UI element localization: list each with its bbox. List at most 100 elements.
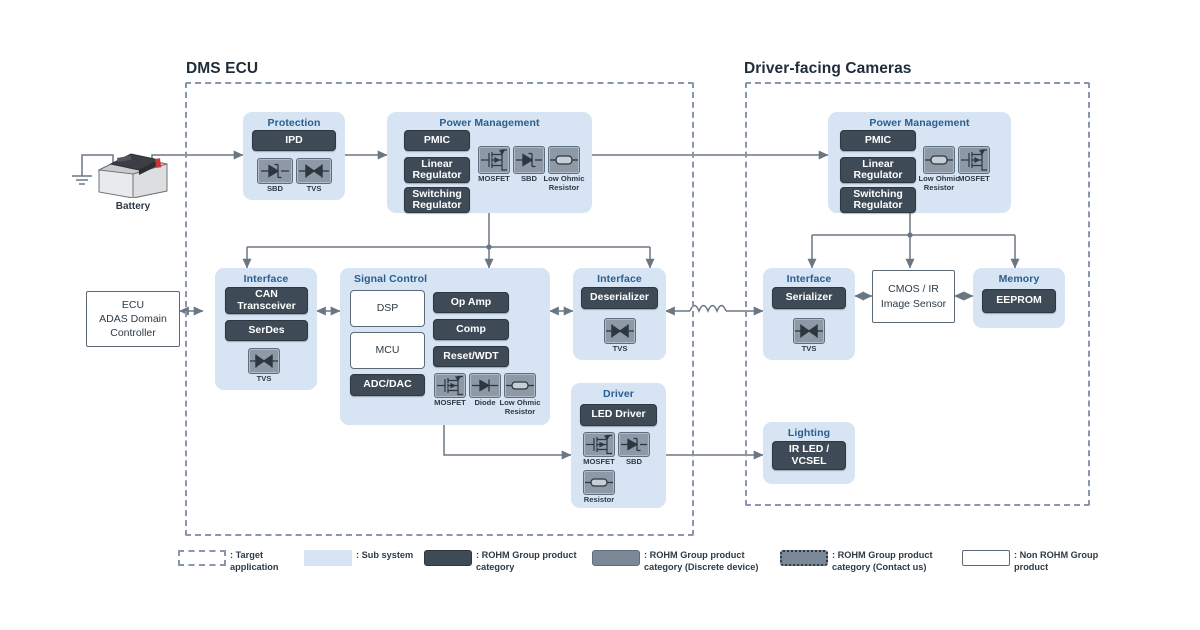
discrete-label-mosfet-pm-camera: MOSFET: [958, 174, 990, 183]
discrete-mosfet-pm-ecu[interactable]: MOSFET: [478, 146, 510, 183]
discrete-resistor-driver[interactable]: Resistor: [583, 470, 615, 504]
legend-label-target-application: : Target application: [230, 550, 279, 573]
legend-label-product-category: : ROHM Group product category: [476, 550, 577, 573]
discrete-label-mosfet-signal-control: MOSFET: [434, 398, 466, 407]
chip-can-transceiver[interactable]: CAN Transceiver: [225, 287, 308, 314]
discrete-sbd[interactable]: SBD: [257, 158, 293, 193]
legend-item-product-category-discrete: : ROHM Group product category (Discrete …: [592, 549, 772, 573]
discrete-label-low-ohmic-resistor-pm-ecu: Low Ohmic Resistor: [543, 174, 585, 192]
discrete-label-diode-signal-control: Diode: [474, 398, 496, 407]
discrete-low-ohmic-resistor-pm-ecu[interactable]: Low Ohmic Resistor: [544, 146, 584, 191]
panel-protection: Protection: [243, 112, 345, 200]
zone-title-driver-facing-cameras: Driver-facing Cameras: [744, 60, 912, 77]
discrete-label-sbd-driver: SBD: [625, 457, 643, 466]
sbd-icon: [261, 163, 289, 179]
legend-swatch-product-category-contact: [780, 550, 828, 566]
discrete-mosfet-signal-control[interactable]: MOSFET: [434, 373, 466, 407]
diode-icon: [472, 379, 498, 392]
panel-title-power-management-camera: Power Management: [869, 117, 970, 129]
image-sensor-line2: Image Sensor: [880, 297, 947, 310]
chip-eeprom[interactable]: EEPROM: [982, 289, 1056, 313]
cmos-ir-image-sensor[interactable]: CMOS / IR Image Sensor: [872, 270, 955, 323]
mosfet-icon: [961, 149, 987, 171]
legend-item-sub-system: : Sub system: [304, 549, 424, 566]
battery: Battery: [97, 148, 169, 212]
ecu-adas-domain-controller[interactable]: ECU ADAS Domain Controller: [86, 291, 180, 347]
sbd-icon: [516, 152, 542, 168]
chip-linear-regulator-camera[interactable]: Linear Regulator: [840, 157, 916, 183]
chip-linear-regulator-ecu[interactable]: Linear Regulator: [404, 157, 470, 183]
resistor-icon: [585, 478, 613, 487]
chip-reset-wdt[interactable]: Reset/WDT: [433, 346, 509, 367]
tvs-icon: [299, 164, 329, 178]
discrete-label-tvs: TVS: [306, 184, 322, 193]
discrete-diode-signal-control[interactable]: Diode: [469, 373, 501, 407]
discrete-sbd-pm-ecu[interactable]: SBD: [513, 146, 545, 183]
chip-dsp[interactable]: DSP: [350, 290, 425, 327]
panel-title-interface-deserializer: Interface: [597, 273, 642, 285]
legend-swatch-product-category-discrete: [592, 550, 640, 566]
discrete-label-sbd: SBD: [266, 184, 284, 193]
chip-switching-regulator-camera[interactable]: Switching Regulator: [840, 187, 916, 213]
discrete-tvs-interface-can[interactable]: TVS: [248, 348, 280, 383]
legend-swatch-target-application: [178, 550, 226, 566]
discrete-low-ohmic-resistor-pm-camera[interactable]: Low Ohmic Resistor: [919, 146, 959, 191]
chip-op-amp[interactable]: Op Amp: [433, 292, 509, 313]
zone-title-dms-ecu: DMS ECU: [186, 60, 259, 77]
chip-pmic-ecu[interactable]: PMIC: [404, 130, 470, 151]
chip-pmic-camera[interactable]: PMIC: [840, 130, 916, 151]
discrete-label-low-ohmic-resistor-signal-control: Low Ohmic Resistor: [499, 398, 541, 416]
chip-deserializer[interactable]: Deserializer: [581, 287, 658, 309]
zone-dms-ecu: [185, 82, 694, 536]
discrete-label-tvs-interface-can: TVS: [256, 374, 272, 383]
panel-interface-deserializer: Interface: [573, 268, 666, 360]
panel-title-interface-can: Interface: [243, 273, 289, 285]
legend-swatch-product-category: [424, 550, 472, 566]
zone-driver-facing-cameras: [745, 82, 1090, 506]
chip-ipd[interactable]: IPD: [252, 130, 336, 151]
battery-label: Battery: [115, 201, 151, 212]
panel-interface-serializer: Interface: [763, 268, 855, 360]
chip-ir-led-vcsel[interactable]: IR LED / VCSEL: [772, 441, 846, 470]
chip-serializer[interactable]: Serializer: [772, 287, 846, 309]
discrete-mosfet-driver[interactable]: MOSFET: [583, 432, 615, 466]
mosfet-icon: [586, 434, 612, 455]
discrete-label-mosfet-pm-ecu: MOSFET: [478, 174, 510, 183]
discrete-tvs-interface-serializer[interactable]: TVS: [793, 318, 825, 353]
discrete-label-low-ohmic-resistor-pm-camera: Low Ohmic Resistor: [918, 174, 960, 192]
discrete-label-sbd-pm-ecu: SBD: [520, 174, 538, 183]
chip-serdes[interactable]: SerDes: [225, 320, 308, 341]
legend-item-product-category-contact: : ROHM Group product category (Contact u…: [780, 549, 958, 573]
mosfet-icon: [437, 375, 463, 396]
discrete-label-tvs-interface-serializer: TVS: [801, 344, 817, 353]
chip-mcu[interactable]: MCU: [350, 332, 425, 369]
legend-swatch-non-rohm-product: [962, 550, 1010, 566]
panel-title-driver: Driver: [603, 388, 634, 400]
ecu-line3: Controller: [110, 327, 156, 340]
ecu-line1: ECU: [121, 298, 145, 311]
discrete-sbd-driver[interactable]: SBD: [618, 432, 650, 466]
panel-title-power-management-ecu: Power Management: [439, 117, 540, 129]
tvs-icon: [606, 324, 634, 338]
discrete-tvs[interactable]: TVS: [296, 158, 332, 193]
discrete-mosfet-pm-camera[interactable]: MOSFET: [958, 146, 990, 183]
battery-icon: [97, 153, 168, 199]
tvs-icon: [250, 354, 278, 368]
tvs-icon: [795, 324, 823, 338]
discrete-label-tvs-interface-deserializer: TVS: [612, 344, 628, 353]
panel-title-protection: Protection: [267, 117, 321, 129]
image-sensor-line1: CMOS / IR: [888, 283, 939, 296]
legend-item-target-application: : Target application: [178, 549, 308, 573]
legend: : Target application : Sub system : ROHM…: [178, 549, 1098, 589]
resistor-icon: [506, 381, 534, 390]
chip-led-driver[interactable]: LED Driver: [580, 404, 657, 426]
chip-switching-regulator-ecu[interactable]: Switching Regulator: [404, 187, 470, 213]
discrete-tvs-interface-deserializer[interactable]: TVS: [604, 318, 636, 353]
panel-title-memory: Memory: [998, 273, 1040, 285]
discrete-low-ohmic-resistor-signal-control[interactable]: Low Ohmic Resistor: [500, 373, 540, 415]
legend-label-product-category-contact: : ROHM Group product category (Contact u…: [832, 550, 933, 573]
chip-comp[interactable]: Comp: [433, 319, 509, 340]
panel-title-signal-control: Signal Control: [354, 273, 428, 285]
chip-adc-dac[interactable]: ADC/DAC: [350, 374, 425, 396]
legend-label-sub-system: : Sub system: [356, 550, 414, 560]
